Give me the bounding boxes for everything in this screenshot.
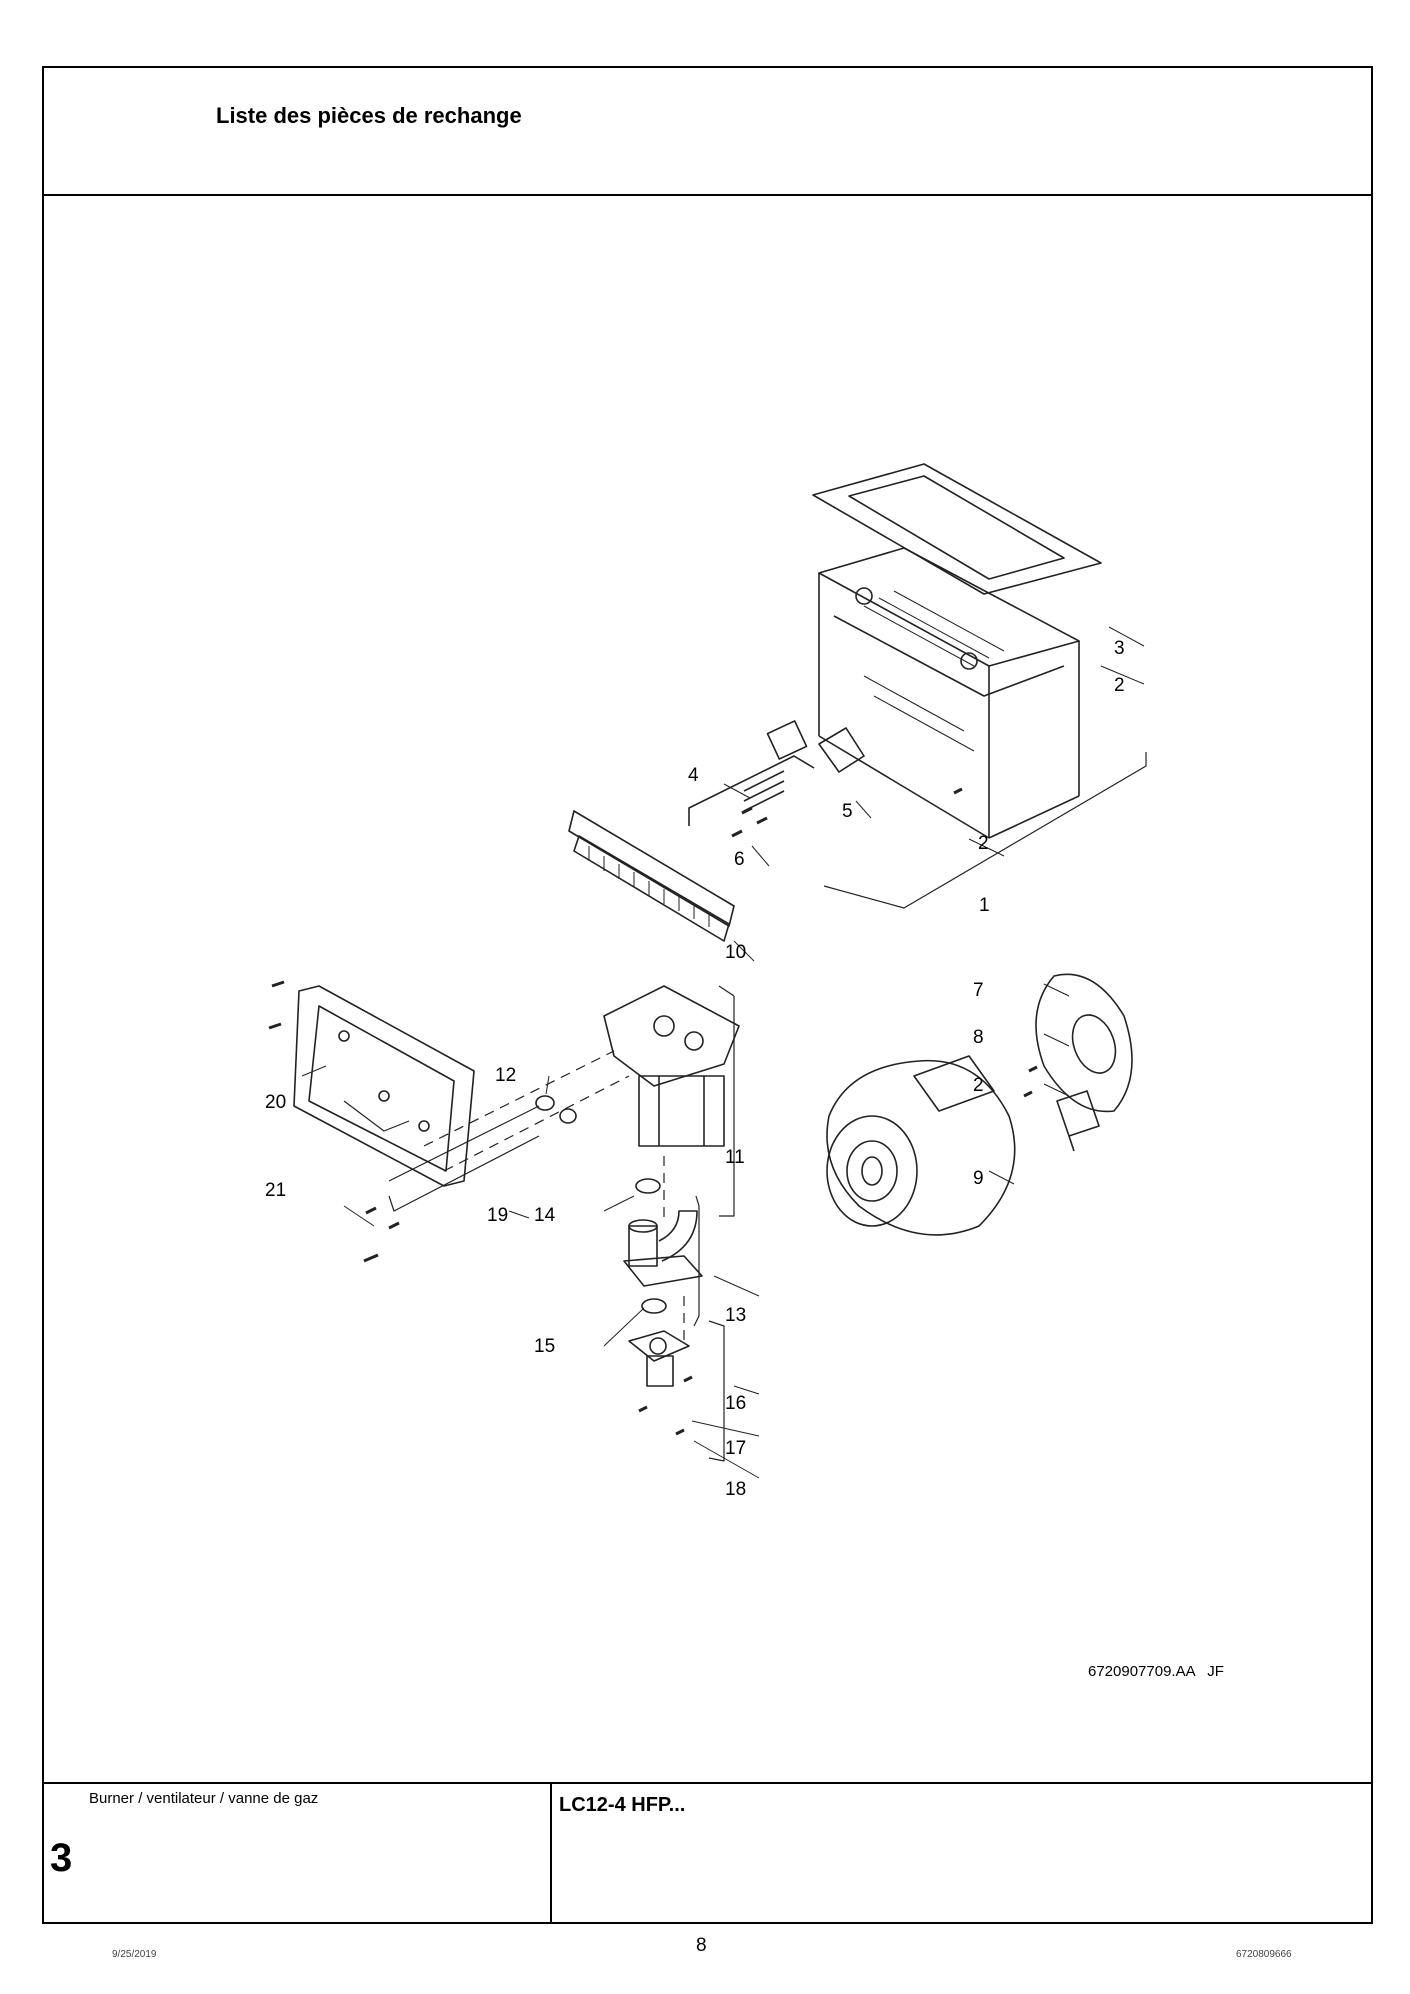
section-number: 3: [50, 1836, 73, 1880]
callout-13: 13: [725, 1305, 747, 1326]
seal-rings: [535, 1095, 667, 1314]
callout-15: 15: [534, 1336, 556, 1357]
heat-exchanger: [818, 547, 1080, 839]
callout-14: 14: [534, 1205, 556, 1226]
callout-2-fan: 2: [973, 1075, 984, 1096]
print-date: 9/25/2019: [112, 1949, 157, 1960]
callout-leaders: [301, 626, 1145, 1479]
callout-21: 21: [265, 1180, 287, 1201]
callout-11: 11: [725, 1147, 745, 1168]
burner-plate: [568, 810, 735, 942]
screws: [268, 787, 1038, 1436]
page-title: Liste des pièces de rechange: [216, 103, 522, 128]
alignment-lines: [423, 1050, 685, 1346]
callout-5: 5: [842, 801, 853, 822]
exploded-view-drawing: 3 2 4 5 2 6 1 10 7 8 2 12 20 11 9 21 19 …: [44, 196, 1371, 1764]
callout-18: 18: [725, 1479, 747, 1500]
callout-12: 12: [495, 1065, 517, 1086]
test-nipple-assembly: [628, 1320, 725, 1462]
callout-7: 7: [973, 980, 984, 1001]
callout-17: 17: [725, 1438, 747, 1459]
callout-16: 16: [725, 1393, 747, 1414]
mounting-plate: [293, 985, 540, 1212]
callout-6: 6: [734, 849, 745, 870]
fan-blower: [826, 1055, 1016, 1236]
callout-19: 19: [487, 1205, 509, 1226]
footer-divider: [550, 1784, 552, 1922]
callout-8: 8: [973, 1027, 984, 1048]
gas-pipe-elbow: [623, 1195, 703, 1327]
fan-bracket: [1056, 1090, 1100, 1152]
heat-exchanger-flange: [812, 463, 1102, 595]
section-subtitle: Burner / ventilateur / vanne de gaz: [89, 1790, 319, 1807]
page-number: 8: [696, 1935, 707, 1956]
callout-2-lower: 2: [978, 833, 989, 854]
callout-1: 1: [979, 895, 990, 916]
page-frame: Liste des pièces de rechange: [42, 66, 1373, 1924]
callout-20: 20: [265, 1092, 287, 1113]
callout-3: 3: [1114, 638, 1125, 659]
fan-gasket: [1035, 973, 1133, 1113]
callout-2: 2: [1114, 675, 1125, 696]
document-code: 6720809666: [1236, 1949, 1292, 1960]
electrode-assembly: [688, 720, 865, 826]
leader-1: [823, 752, 1147, 909]
header-box: Liste des pièces de rechange: [44, 68, 1371, 196]
footer-box: Burner / ventilateur / vanne de gaz 3 LC…: [44, 1782, 1371, 1922]
callout-9: 9: [973, 1168, 984, 1189]
drawing-reference: 6720907709.AA JF: [1088, 1663, 1224, 1680]
exploded-view-illustration: [268, 463, 1147, 1479]
model-name: LC12-4 HFP...: [559, 1794, 686, 1816]
callout-4: 4: [688, 765, 699, 786]
gas-valve: [603, 985, 740, 1217]
callout-10: 10: [725, 942, 747, 963]
